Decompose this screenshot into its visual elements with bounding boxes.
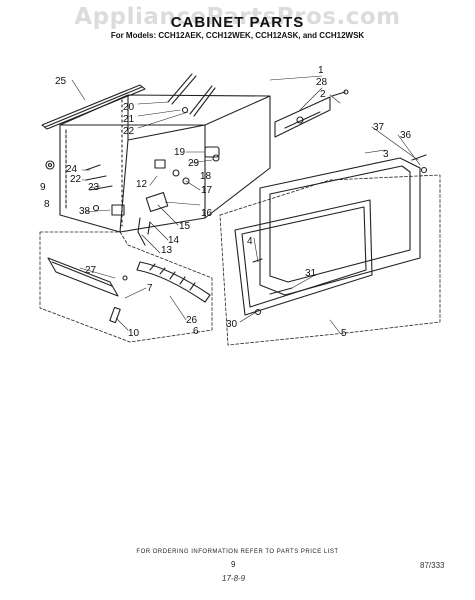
callout-label: 30	[226, 319, 238, 330]
handwritten-mark: 17-8-9	[222, 574, 246, 583]
callout-label: 19	[174, 147, 186, 158]
callout-label: 29	[188, 158, 200, 169]
front-panel-group-box	[39, 231, 213, 343]
callout-label: 28	[316, 77, 328, 88]
callout-label: 4	[247, 236, 253, 247]
callout-label: 1	[318, 65, 324, 76]
front-frame-group-box	[219, 174, 441, 346]
callout-label: 8	[44, 199, 50, 210]
page-number: 9	[231, 560, 236, 569]
callout-label: 22	[123, 126, 135, 137]
callout-label: 36	[400, 130, 412, 141]
callout-label: 2	[320, 89, 326, 100]
callout-label: 17	[201, 185, 213, 196]
callout-label: 5	[341, 328, 347, 339]
callout-label: 18	[200, 171, 212, 182]
callout-label: 27	[85, 265, 97, 276]
callout-label: 12	[136, 179, 148, 190]
callout-label: 15	[179, 221, 191, 232]
outer-front-frame	[259, 154, 428, 296]
document-code: 87/333	[420, 561, 445, 570]
kick-bracket	[47, 257, 128, 324]
leader-lines	[71, 75, 421, 334]
inner-frame	[234, 199, 373, 316]
callout-label: 37	[373, 122, 385, 133]
callout-label: 21	[123, 114, 135, 125]
callout-label: 14	[168, 235, 180, 246]
callout-label: 26	[186, 315, 198, 326]
callout-label: 7	[147, 283, 153, 294]
callout-label: 6	[193, 326, 199, 337]
top-rail-brackets	[167, 73, 216, 117]
front-grille	[136, 261, 211, 303]
callout-label: 23	[88, 182, 100, 193]
left-fasteners	[45, 160, 125, 216]
watermark: AppliancePartsPros.com	[74, 4, 401, 30]
callout-label: 13	[161, 245, 173, 256]
side-bracket	[274, 89, 349, 138]
callout-label: 20	[123, 102, 135, 113]
callout-label: 3	[383, 149, 389, 160]
ordering-note: FOR ORDERING INFORMATION REFER TO PARTS …	[136, 549, 339, 555]
page-title: CABINET PARTS	[170, 14, 305, 31]
callout-label: 16	[201, 208, 213, 219]
callout-label: 31	[305, 268, 317, 279]
callout-numbers: 1 2 3 4 5 6 7 8 9 10 12 13 14 15 16 17 1…	[40, 65, 412, 339]
callout-label: 25	[55, 76, 67, 87]
callout-label: 24	[66, 164, 78, 175]
top-trim-strip	[41, 84, 146, 130]
callout-label: 22	[70, 174, 82, 185]
callout-label: 38	[79, 206, 91, 217]
callout-label: 10	[128, 328, 140, 339]
control-cluster	[137, 146, 220, 246]
model-list: For Models: CCH12AEK, CCH12WEK, CCH12ASK…	[110, 31, 365, 40]
callout-label: 9	[40, 182, 46, 193]
